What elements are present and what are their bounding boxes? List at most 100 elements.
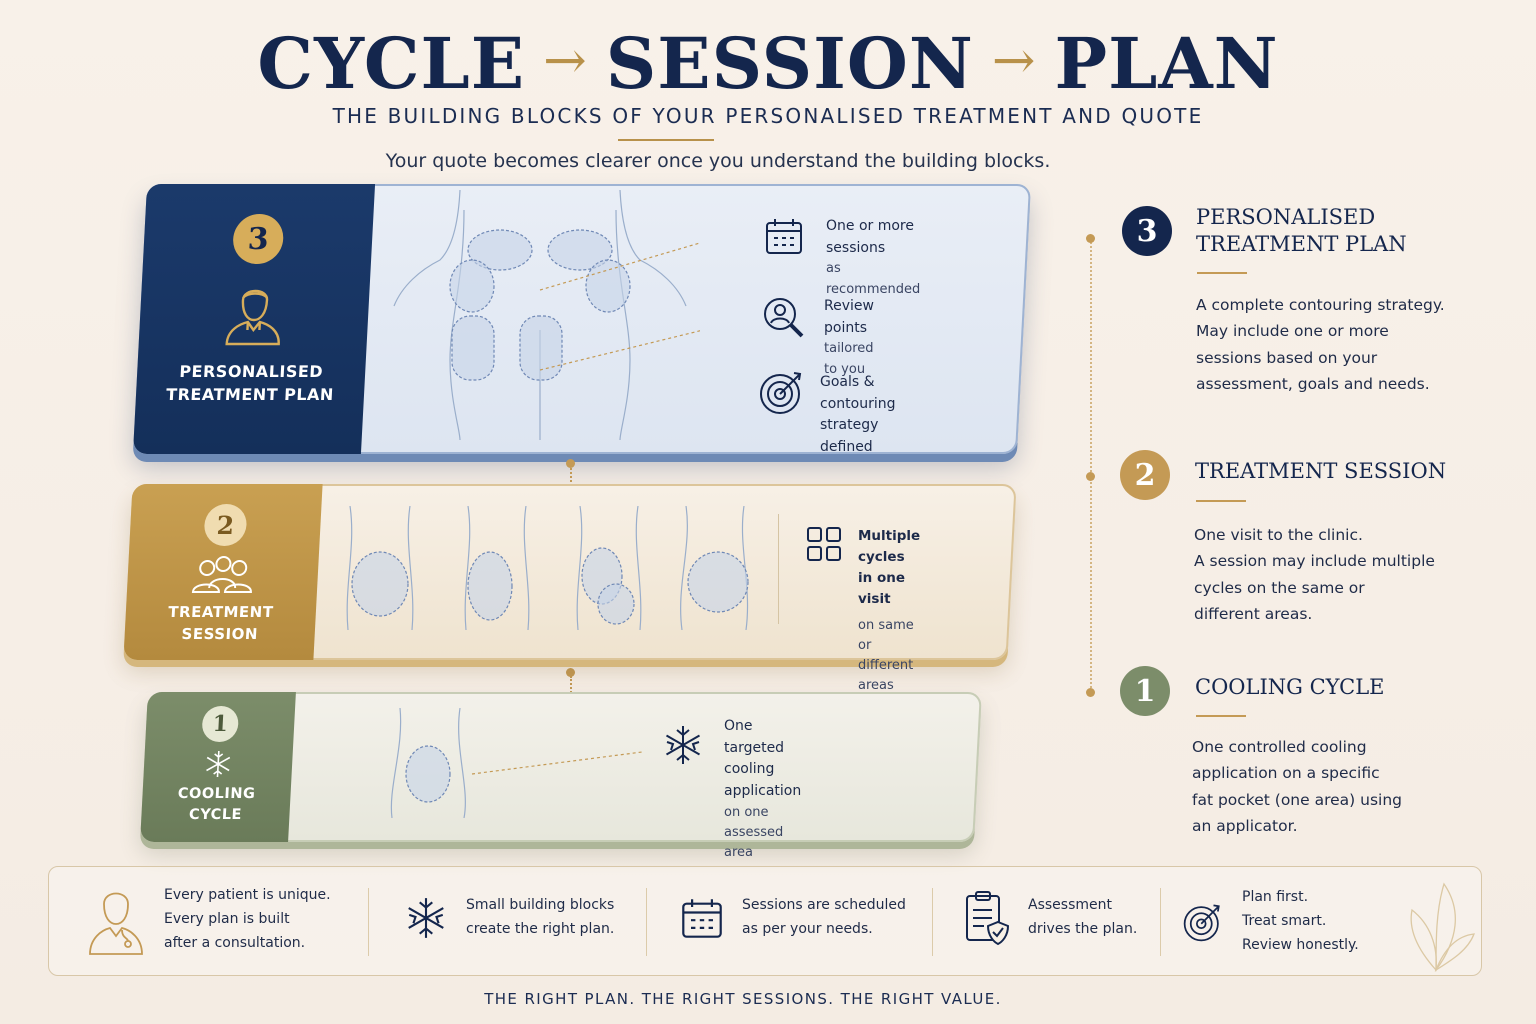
title-plan: PLAN [1054, 22, 1279, 105]
legend-body-line: sessions based on your [1196, 348, 1378, 367]
tagline: Your quote becomes clearer once you unde… [385, 150, 1051, 172]
page-title: CYCLE→SESSION→PLAN [0, 22, 1536, 105]
connector-dot [566, 668, 575, 677]
target-icon [1182, 901, 1224, 943]
plan-feature-review: Review points tailored to you [762, 296, 874, 380]
plan-feature-text: Goals & contouring [820, 374, 896, 412]
session-divider [778, 514, 779, 624]
torso-illustrations [340, 506, 760, 630]
footer-text: after a consultation. [164, 934, 306, 951]
search-person-icon [762, 296, 808, 342]
plan-feature-sessions: One or more sessions as recommended [764, 216, 920, 300]
legend-body-line: May include one or more [1196, 322, 1389, 341]
legend-body-line: fat pocket (one area) using [1192, 790, 1402, 809]
connector-dot [566, 459, 575, 468]
legend-number-badge: 2 [1120, 450, 1170, 500]
cycle-feature-text: One targeted [724, 718, 785, 756]
footer-divider [932, 888, 933, 956]
title-session: SESSION [605, 22, 974, 105]
calendar-icon [764, 216, 810, 262]
footer-item-assessment: Assessment drives the plan. [964, 890, 1137, 946]
footer-text: Plan first. [1242, 889, 1309, 905]
session-badge-panel: 2 TREATMENT SESSION [123, 484, 323, 660]
plan-feature-note: tailored to you [824, 341, 874, 377]
connector-line [570, 468, 572, 494]
plan-label: PERSONALISED TREATMENT PLAN [166, 360, 336, 406]
legend-vertical-line [1090, 238, 1092, 692]
plan-badge-panel: 3 PERSONALISED TREATMENT PLAN [132, 184, 376, 454]
legend-body: One visit to the clinic. A session may i… [1194, 522, 1494, 627]
footer-item-plan-first: Plan first. Treat smart. Review honestly… [1182, 886, 1359, 957]
legend-body-line: application on a specific [1192, 764, 1380, 783]
cycle-badge-panel: 1 COOLING CYCLE [140, 692, 296, 842]
snowflake-icon [203, 750, 232, 778]
subtitle-rule [618, 139, 714, 141]
footer-text: as per your needs. [742, 920, 873, 937]
plan-feature-text: Review points [824, 298, 874, 336]
closing-statement: THE RIGHT PLAN. THE RIGHT SESSIONS. THE … [484, 990, 1002, 1008]
person-icon [221, 280, 288, 346]
plan-label-line2: TREATMENT PLAN [165, 385, 335, 405]
session-feature-text: in one visit [858, 569, 905, 607]
snowflake-icon [662, 724, 704, 766]
grid-icon [806, 526, 846, 566]
legend-body-line: A complete contouring strategy. [1196, 296, 1445, 314]
plan-label-line1: PERSONALISED [178, 362, 324, 381]
target-icon [758, 368, 804, 414]
legend-title: PERSONALISED TREATMENT PLAN [1196, 204, 1407, 259]
plan-feature-text: strategy defined [820, 417, 879, 456]
body-illustration [380, 190, 700, 440]
legend-title-line: TREATMENT PLAN [1196, 232, 1407, 257]
snowflake-icon [404, 896, 448, 940]
plan-number-badge: 3 [231, 214, 285, 264]
legend-dot [1086, 472, 1095, 481]
page-subtitle: THE BUILDING BLOCKS OF YOUR PERSONALISED… [332, 104, 1204, 128]
session-feature-text: Multiple cycles [858, 528, 921, 565]
footer-item-scheduled: Sessions are scheduled as per your needs… [680, 894, 906, 942]
calendar-icon [680, 896, 724, 940]
footer-strip [48, 866, 1482, 976]
clipboard-shield-icon [964, 890, 1010, 946]
legend-body-line: assessment, goals and needs. [1196, 375, 1430, 394]
legend-title: COOLING CYCLE [1195, 675, 1385, 699]
legend-number-badge: 3 [1122, 206, 1172, 256]
cycle-label-line2: CYCLE [188, 807, 243, 824]
legend-rule [1197, 272, 1247, 274]
leaf-decoration-icon [1396, 880, 1476, 972]
cycle-feature-text: cooling [724, 761, 775, 778]
session-feature-note: different areas [858, 657, 914, 694]
plan-feature-text: sessions [826, 239, 886, 256]
connector-line [570, 676, 572, 700]
plan-feature-goals: Goals & contouring strategy defined [758, 368, 895, 459]
footer-text: Small building blocks [466, 897, 615, 913]
legend-body-line: an applicator. [1192, 817, 1298, 836]
footer-text: Treat smart. [1242, 912, 1327, 929]
plan-feature-text: One or more [826, 218, 914, 234]
footer-divider [646, 888, 647, 956]
cycle-label-line1: COOLING [177, 786, 256, 802]
legend-rule [1196, 500, 1246, 502]
footer-text: Sessions are scheduled [742, 897, 906, 913]
session-number-badge: 2 [203, 504, 248, 546]
cycle-feature-note: on one assessed area [724, 804, 784, 861]
legend-body-line: One controlled cooling [1192, 738, 1367, 756]
session-label-line1: TREATMENT [167, 603, 274, 621]
legend-title-line: PERSONALISED [1196, 205, 1376, 229]
cycle-feature-application: One targeted cooling application on one … [662, 716, 801, 863]
footer-divider [368, 888, 369, 956]
footer-text: Review honestly. [1242, 936, 1359, 953]
cycle-number-badge: 1 [201, 706, 240, 742]
legend-body-line: cycles on the same or [1194, 578, 1365, 597]
doctor-icon [86, 884, 146, 956]
arrow-icon: → [991, 31, 1037, 91]
abdomen-illustration [380, 708, 650, 818]
footer-text: Every patient is unique. [164, 887, 331, 904]
legend-body: A complete contouring strategy. May incl… [1196, 292, 1496, 397]
legend-dot [1086, 688, 1095, 697]
legend-body-line: One visit to the clinic. [1194, 526, 1363, 544]
legend-rule [1196, 715, 1246, 717]
legend-body-line: A session may include multiple [1194, 552, 1435, 571]
footer-text: Assessment [1028, 897, 1112, 914]
title-cycle: CYCLE [257, 22, 526, 105]
cycle-feature-text: application [724, 783, 802, 800]
